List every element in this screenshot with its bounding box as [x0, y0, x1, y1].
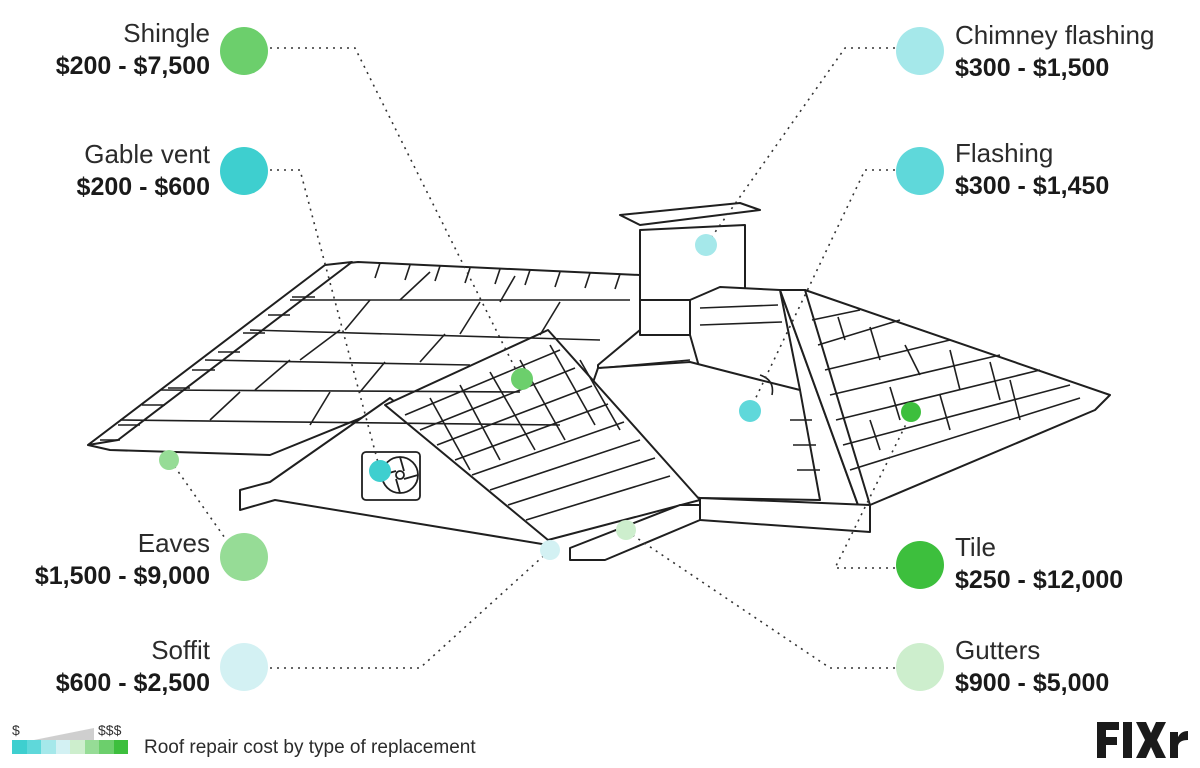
label-tile-name: Tile — [955, 532, 996, 562]
legend-swatch-4 — [55, 740, 70, 754]
legend-wedge — [34, 728, 94, 740]
legend-caption: Roof repair cost by type of replacement — [144, 737, 476, 758]
legend-swatch-3 — [41, 740, 56, 754]
leader-gutters — [624, 529, 895, 669]
label-soffit-price: $600 - $2,500 — [55, 669, 210, 697]
leader-tile — [833, 411, 913, 569]
legend-swatch-6 — [84, 740, 99, 754]
leader-flashing — [749, 169, 895, 411]
label-chimney-flashing: Chimney flashing $300 - $1,500 — [955, 22, 1154, 81]
label-gable-vent-name: Gable vent — [84, 139, 210, 169]
marker-tile — [901, 402, 921, 422]
roof-ridge-left — [87, 261, 353, 446]
leader-lines — [169, 47, 913, 669]
marker-eaves — [159, 450, 179, 470]
label-gutters-price: $900 - $5,000 — [955, 669, 1110, 697]
label-flashing-price: $300 - $1,450 — [955, 172, 1110, 200]
leader-soffit — [270, 549, 551, 669]
label-flashing: Flashing $300 - $1,450 — [955, 140, 1109, 199]
label-gutters-name: Gutters — [955, 635, 1041, 665]
right-hip-shingles — [811, 309, 1081, 471]
label-shingle: Shingle $200 - $7,500 — [56, 20, 210, 79]
markers — [159, 234, 921, 560]
leader-gable-vent — [270, 169, 381, 471]
label-tile-price: $250 - $12,000 — [955, 566, 1124, 594]
label-gutters: Gutters $900 - $5,000 — [955, 637, 1109, 696]
legend-swatches — [12, 740, 128, 754]
fixr-logo — [1097, 722, 1188, 758]
marker-gable-vent — [369, 460, 391, 482]
dot-chimney-flashing — [896, 27, 944, 75]
label-gable-vent: Gable vent $200 - $600 — [77, 141, 210, 200]
label-chimney-flashing-price: $300 - $1,500 — [955, 54, 1110, 82]
legend-swatch-1 — [12, 740, 27, 754]
dot-gutters — [896, 643, 944, 691]
marker-gutters — [616, 520, 636, 540]
marker-flashing — [739, 400, 761, 422]
dot-gable-vent — [220, 147, 268, 195]
cost-legend: $ $$$ Roof repair cost by type of replac… — [12, 722, 492, 762]
label-chimney-flashing-name: Chimney flashing — [955, 20, 1155, 50]
marker-chimney-flashing — [695, 234, 717, 256]
label-eaves-price: $1,500 - $9,000 — [34, 562, 210, 590]
label-eaves-name: Eaves — [137, 528, 210, 558]
legend-low-label: $ — [12, 722, 20, 738]
dot-tile — [896, 541, 944, 589]
marker-soffit — [540, 540, 560, 560]
legend-swatch-5 — [70, 740, 85, 754]
legend-high-label: $$$ — [98, 722, 122, 738]
label-flashing-name: Flashing — [955, 138, 1054, 168]
label-tile: Tile $250 - $12,000 — [955, 534, 1123, 593]
leader-chimney-flashing — [705, 47, 895, 246]
legend-swatch-2 — [26, 740, 41, 754]
label-shingle-name: Shingle — [123, 18, 210, 48]
gable-roof-shingles — [404, 344, 671, 521]
dot-eaves — [220, 533, 268, 581]
leader-shingle — [270, 47, 521, 379]
label-gable-vent-price: $200 - $600 — [76, 173, 210, 201]
marker-shingle — [511, 368, 533, 390]
dot-flashing — [896, 147, 944, 195]
dot-soffit — [220, 643, 268, 691]
label-soffit: Soffit $600 - $2,500 — [56, 637, 210, 696]
legend-swatch-7 — [99, 740, 114, 754]
label-soffit-name: Soffit — [151, 635, 210, 665]
legend-swatch-8 — [113, 740, 128, 754]
dot-shingle — [220, 27, 268, 75]
label-shingle-price: $200 - $7,500 — [55, 52, 210, 80]
label-eaves: Eaves $1,500 - $9,000 — [35, 530, 210, 589]
chimney-cap — [619, 202, 761, 226]
